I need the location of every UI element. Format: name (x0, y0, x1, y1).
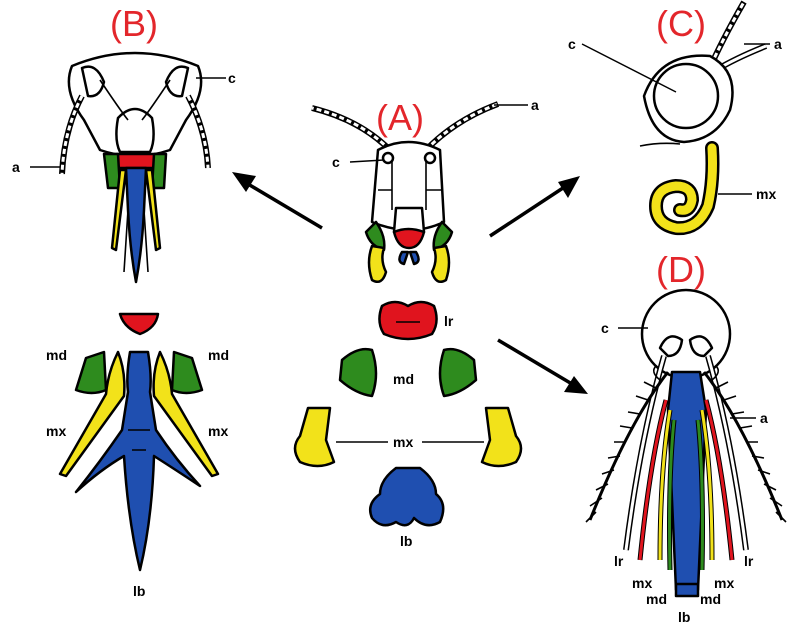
panel-a-palp-left (367, 244, 388, 283)
panel-d-maxilla-right (700, 409, 714, 561)
panel-a-maxilla-dissected-left (293, 406, 336, 468)
panel-d-antenna-right (702, 371, 784, 521)
panel-b-label-antenna: a (12, 159, 20, 175)
arrow-to-b (247, 182, 323, 230)
panel-c-label-antenna: a (774, 36, 782, 52)
panel-b-labrum-dissected (118, 312, 160, 336)
panel-d-label: (D) (656, 249, 706, 290)
panel-b-label-maxilla-right: mx (208, 423, 228, 439)
panel-d-label-maxilla-left: mx (632, 575, 652, 591)
panel-d-label-mandible-right: md (700, 591, 721, 607)
panel-d-label-antenna: a (760, 410, 768, 426)
panel-a-maxilla-dissected-right (480, 406, 523, 468)
panel-b-label-compound-eye: c (228, 70, 236, 86)
panel-b-label: (B) (110, 3, 158, 44)
panel-d-labrum-left (638, 399, 668, 561)
panel-b: (B) c a md md mx mx (12, 3, 236, 599)
panel-a-label: (A) (376, 97, 424, 138)
arrows (232, 172, 588, 394)
panel-d-mandible-left (668, 419, 676, 571)
arrow-to-c (489, 184, 567, 238)
panel-d-antenna-spines (585, 381, 787, 523)
panel-b-mandible-dissected-left (74, 350, 108, 395)
panel-b-maxilla-dissected-right (152, 350, 220, 478)
panel-d-label-mandible-left: md (646, 591, 667, 607)
panel-b-label-maxilla-left: mx (46, 423, 66, 439)
panel-a-labrum (392, 227, 426, 250)
panel-a-labium (398, 250, 420, 266)
panel-b-mandible-dissected-right (170, 350, 204, 395)
arrow-to-d (497, 338, 573, 386)
panel-a-label-maxilla: mx (393, 434, 413, 450)
panel-d-label-labium: lb (678, 609, 690, 625)
panel-a-mandible-dissected-left (338, 347, 378, 398)
panel-a-label-compound-eye: c (332, 154, 340, 170)
panel-a-label-labium: lb (400, 533, 412, 549)
panel-b-labium-dissected (74, 350, 202, 572)
panel-c-label-compound-eye: c (568, 36, 576, 52)
panel-d-label-maxilla-right: mx (714, 575, 734, 591)
panel-d-head (640, 288, 732, 380)
panel-c-proboscis (651, 143, 717, 233)
panel-c-label-maxilla: mx (756, 186, 776, 202)
panel-b-maxilla-dissected-left (58, 350, 126, 478)
panel-d-maxilla-left (658, 409, 672, 561)
panel-a-antenna-right (423, 101, 500, 153)
panel-a-mandible-dissected-right (438, 347, 478, 398)
panel-b-label-mandible-left: md (46, 347, 67, 363)
panel-a-eye-right (423, 151, 437, 165)
panel-a: (A) a c lr md mx (293, 97, 539, 549)
panel-c-compound-eye (652, 62, 720, 130)
panel-c-label: (C) (656, 3, 706, 44)
panel-b-antenna-right (185, 94, 211, 169)
panel-a-palp-right (430, 244, 451, 283)
panel-a-labrum-dissected (378, 300, 438, 341)
panel-d-label-labrum-left: lr (614, 553, 624, 569)
panel-c: (C) c a mx (568, 0, 782, 236)
panel-d-label-labrum-right: lr (744, 553, 754, 569)
panel-a-label-labrum: lr (444, 313, 454, 329)
panel-d-labrum-right (704, 399, 734, 561)
panel-b-maxilla-right (144, 168, 162, 252)
panel-d-label-compound-eye: c (601, 320, 609, 336)
panel-a-label-antenna: a (531, 97, 539, 113)
panel-b-maxilla-left (110, 168, 128, 252)
panel-d-antenna-left (588, 371, 670, 521)
panel-d: (D) c a l (585, 249, 787, 625)
panel-b-labium (124, 166, 148, 284)
panel-b-label-mandible-right: md (208, 347, 229, 363)
panel-d-compound-eyes (658, 335, 714, 358)
panel-a-label-mandible: md (393, 371, 414, 387)
panel-b-antenna-left (59, 94, 85, 175)
panel-a-labium-dissected (369, 466, 445, 527)
panel-a-eye-left (381, 151, 395, 165)
panel-b-label-labium: lb (133, 583, 145, 599)
panel-d-mandible-right (696, 419, 704, 571)
